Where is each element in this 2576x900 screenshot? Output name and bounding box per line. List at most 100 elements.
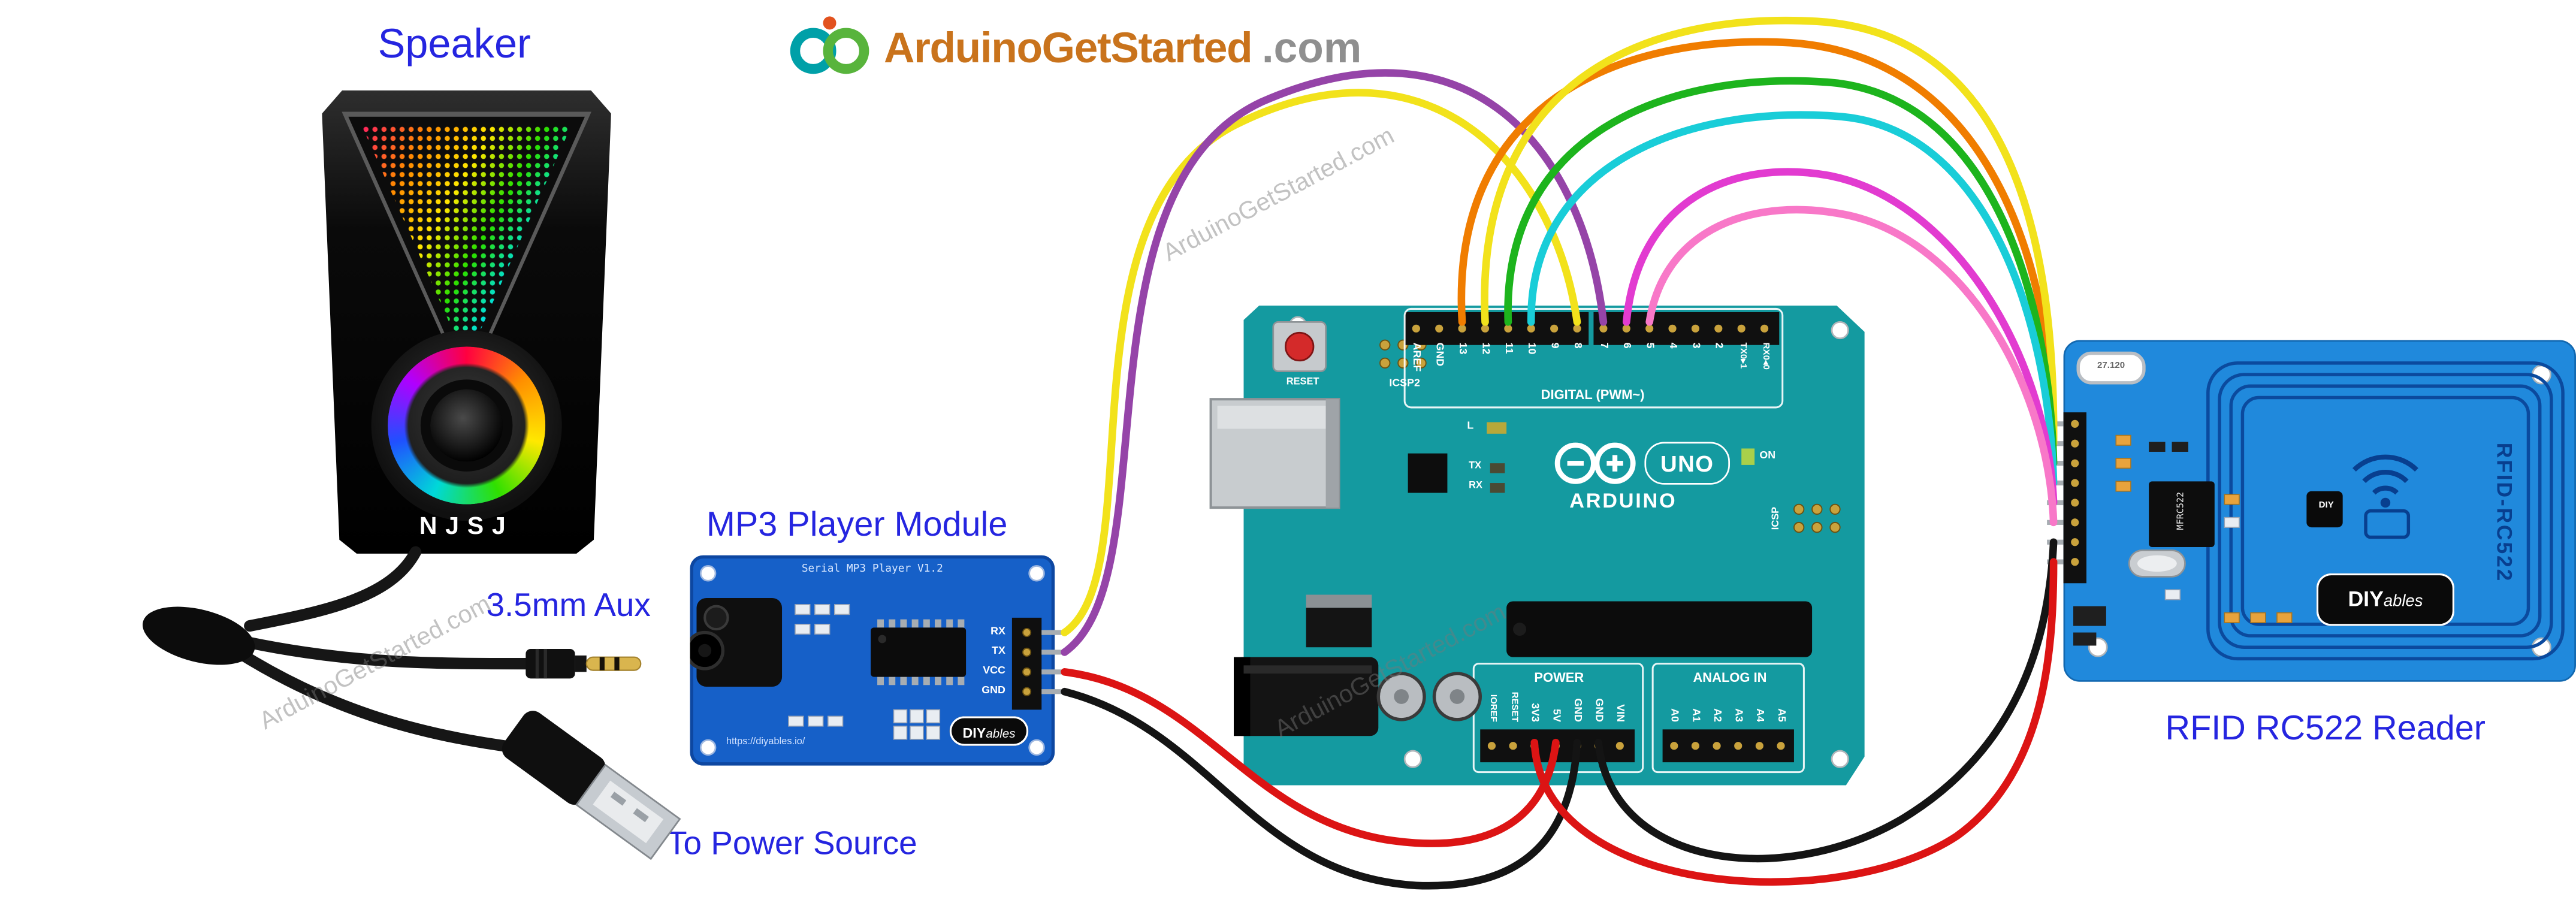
pin-d4: 4: [1666, 342, 1678, 349]
small-chip: [1408, 453, 1448, 493]
pin-tx0: TX0▸1: [1737, 342, 1747, 369]
pin-ioref: IOREF: [1487, 694, 1498, 722]
audio-jack-socket: [690, 597, 783, 687]
pin-d11: 11: [1502, 342, 1514, 354]
usb-plug: [502, 711, 681, 860]
mfrc522-chip: [2149, 481, 2215, 547]
smd-components: [2073, 434, 2293, 646]
diyables-logo-diy: DIY: [962, 724, 986, 741]
mfrc522-label: MFRC522: [2176, 491, 2187, 530]
mp3-pin-gnd: GND: [982, 685, 1005, 697]
on-label: ON: [1759, 450, 1776, 462]
mp3-pin-header: [1011, 617, 1065, 710]
rfid-rc522-board: 27.120 MFRC522 RFID-RC522 DIY DIYables: [2047, 340, 2576, 682]
speaker-cone: [420, 379, 513, 472]
led-tx-label: TX: [1469, 461, 1482, 472]
diyables-logo-ables: ables: [2383, 593, 2423, 611]
aux-caption: 3.5mm Aux: [486, 588, 651, 624]
pin-5v: 5V: [1550, 709, 1562, 722]
pin-d12: 12: [1479, 342, 1491, 355]
icsp-header: [1793, 503, 1841, 533]
rfid-caption: RFID RC522 Reader: [2165, 709, 2486, 748]
mp3-chip: [871, 619, 967, 685]
speaker-brand: NJSJ: [419, 512, 514, 541]
pin-d9: 9: [1548, 342, 1560, 349]
watermark: ArduinoGetStarted.com: [1158, 122, 1399, 268]
smd-components: [788, 604, 941, 740]
icsp2-label: ICSP2: [1389, 377, 1420, 389]
led-l: [1487, 422, 1507, 434]
led-on: [1741, 448, 1755, 465]
volume-control-pod: [143, 606, 255, 665]
diy-logo-square: [2306, 491, 2343, 528]
diy-logo-small: DIY: [2318, 501, 2334, 511]
infinity-logo-icon: [790, 16, 869, 74]
pin-d3: 3: [1689, 342, 1702, 349]
mp3-player-module: Serial MP3 Player V1.2 RX TX VCC GND htt…: [690, 555, 1065, 766]
pin-d8: 8: [1571, 342, 1583, 349]
diyables-logo-ables: ables: [986, 726, 1016, 741]
pin-gnd-top: GND: [1433, 342, 1445, 367]
mp3-caption: MP3 Player Module: [706, 506, 1008, 544]
pin-rx0: RX0◂0: [1760, 342, 1771, 370]
led-l-label: L: [1467, 420, 1474, 433]
mp3-url: https://diyables.io/: [726, 738, 805, 748]
led-rx-label: RX: [1469, 481, 1482, 491]
reset-label: RESET: [1286, 377, 1319, 388]
diyables-logo-oval: DIYables: [2316, 573, 2455, 626]
mp3-title: Serial MP3 Player V1.2: [801, 561, 943, 575]
crystal-oscillator: [2128, 549, 2186, 578]
pin-d7: 7: [1597, 342, 1609, 349]
diyables-logo: DIYables: [949, 716, 1029, 746]
pin-3v3: 3V3: [1529, 703, 1541, 722]
usb-connector: [1209, 398, 1340, 509]
pin-gnd1: GND: [1571, 698, 1583, 722]
pin-a4: A4: [1753, 708, 1765, 722]
power-analog-headers: [1480, 729, 1794, 763]
logo-text: ArduinoGetStarted: [884, 22, 1253, 72]
rfid-board-name: RFID-RC522: [2492, 442, 2517, 583]
diyables-logo-diy: DIY: [2348, 586, 2384, 611]
pin-a3: A3: [1732, 708, 1744, 722]
pin-vin: VIN: [1614, 704, 1626, 722]
voltage-regulator: [1306, 594, 1372, 648]
speaker-caption: Speaker: [378, 21, 531, 68]
pin-d6: 6: [1620, 342, 1632, 349]
power-source-caption: To Power Source: [667, 826, 917, 863]
pin-d13: 13: [1456, 342, 1468, 355]
pin-d2: 2: [1713, 342, 1725, 349]
atmega-chip: [1506, 601, 1813, 657]
pin-d5: 5: [1644, 342, 1656, 349]
logo-suffix: .com: [1261, 22, 1362, 72]
contactless-icon: [2352, 454, 2418, 539]
mp3-board-graphic: [690, 565, 1065, 756]
pin-a5: A5: [1775, 708, 1787, 722]
led-tx: [1490, 463, 1505, 473]
pin-a2: A2: [1711, 708, 1723, 722]
pin-reset: RESET: [1509, 691, 1519, 722]
icsp-label: ICSP: [1771, 506, 1782, 530]
pin-aref: AREF: [1410, 342, 1422, 372]
pin-a1: A1: [1689, 708, 1702, 722]
rfid-pin-header: [2047, 412, 2086, 584]
mp3-pin-vcc: VCC: [983, 665, 1005, 677]
pin-gnd2: GND: [1593, 698, 1605, 722]
pin-d10: 10: [1525, 342, 1537, 355]
mp3-pin-rx: RX: [990, 626, 1005, 638]
digital-label: DIGITAL (PWM~): [1541, 388, 1645, 403]
speaker-driver: [371, 330, 562, 521]
aux-plug: [526, 648, 642, 679]
digital-headers: [1405, 312, 1780, 345]
mp3-pin-tx: TX: [992, 645, 1005, 657]
arduino-brand: ARDUINO: [1569, 490, 1677, 513]
led-rx: [1490, 483, 1505, 493]
speaker: NJSJ: [322, 90, 611, 554]
site-logo: ArduinoGetStarted.com: [786, 13, 1362, 82]
pin-a0: A0: [1668, 708, 1680, 722]
arduino-infinity-icon: [1554, 442, 1636, 484]
speaker-grille-rgb-dots: [361, 125, 572, 362]
uno-name: UNO: [1644, 442, 1731, 485]
reset-button: [1272, 321, 1327, 372]
crystal-marking: 27.120: [2076, 351, 2146, 385]
